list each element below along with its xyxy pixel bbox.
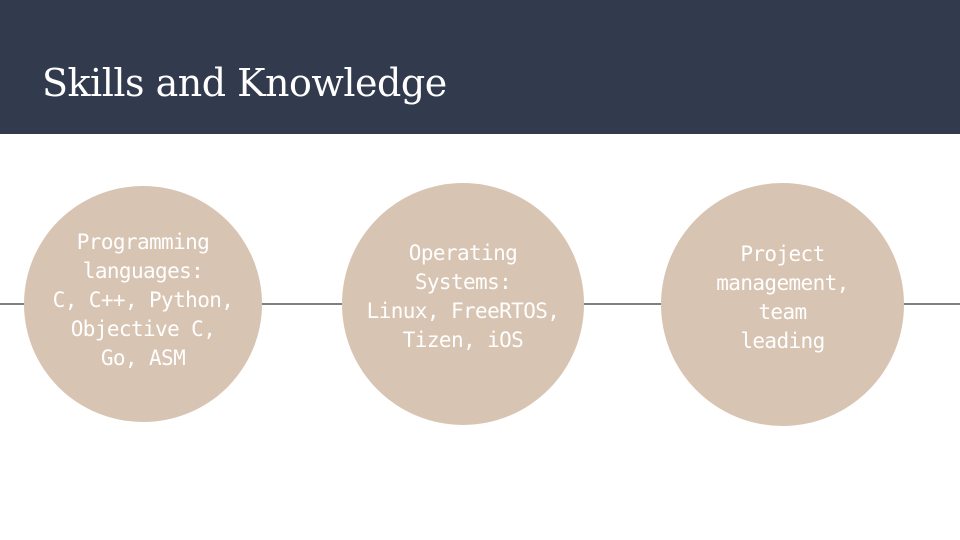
skill-circle-text: Operating Systems: Linux, FreeRTOS, Tize… xyxy=(366,241,560,352)
skill-circle-programming: Programming languages: C, C++, Python, O… xyxy=(24,186,262,422)
skill-circle-text: Project management, team leading xyxy=(716,241,849,353)
skill-circle-management: Project management, team leading xyxy=(661,183,904,426)
skill-circle-operating-systems: Operating Systems: Linux, FreeRTOS, Tize… xyxy=(342,183,584,425)
slide-title: Skills and Knowledge xyxy=(42,61,447,105)
title-banner: Skills and Knowledge xyxy=(0,0,960,134)
skill-circle-text: Programming languages: C, C++, Python, O… xyxy=(52,229,234,370)
